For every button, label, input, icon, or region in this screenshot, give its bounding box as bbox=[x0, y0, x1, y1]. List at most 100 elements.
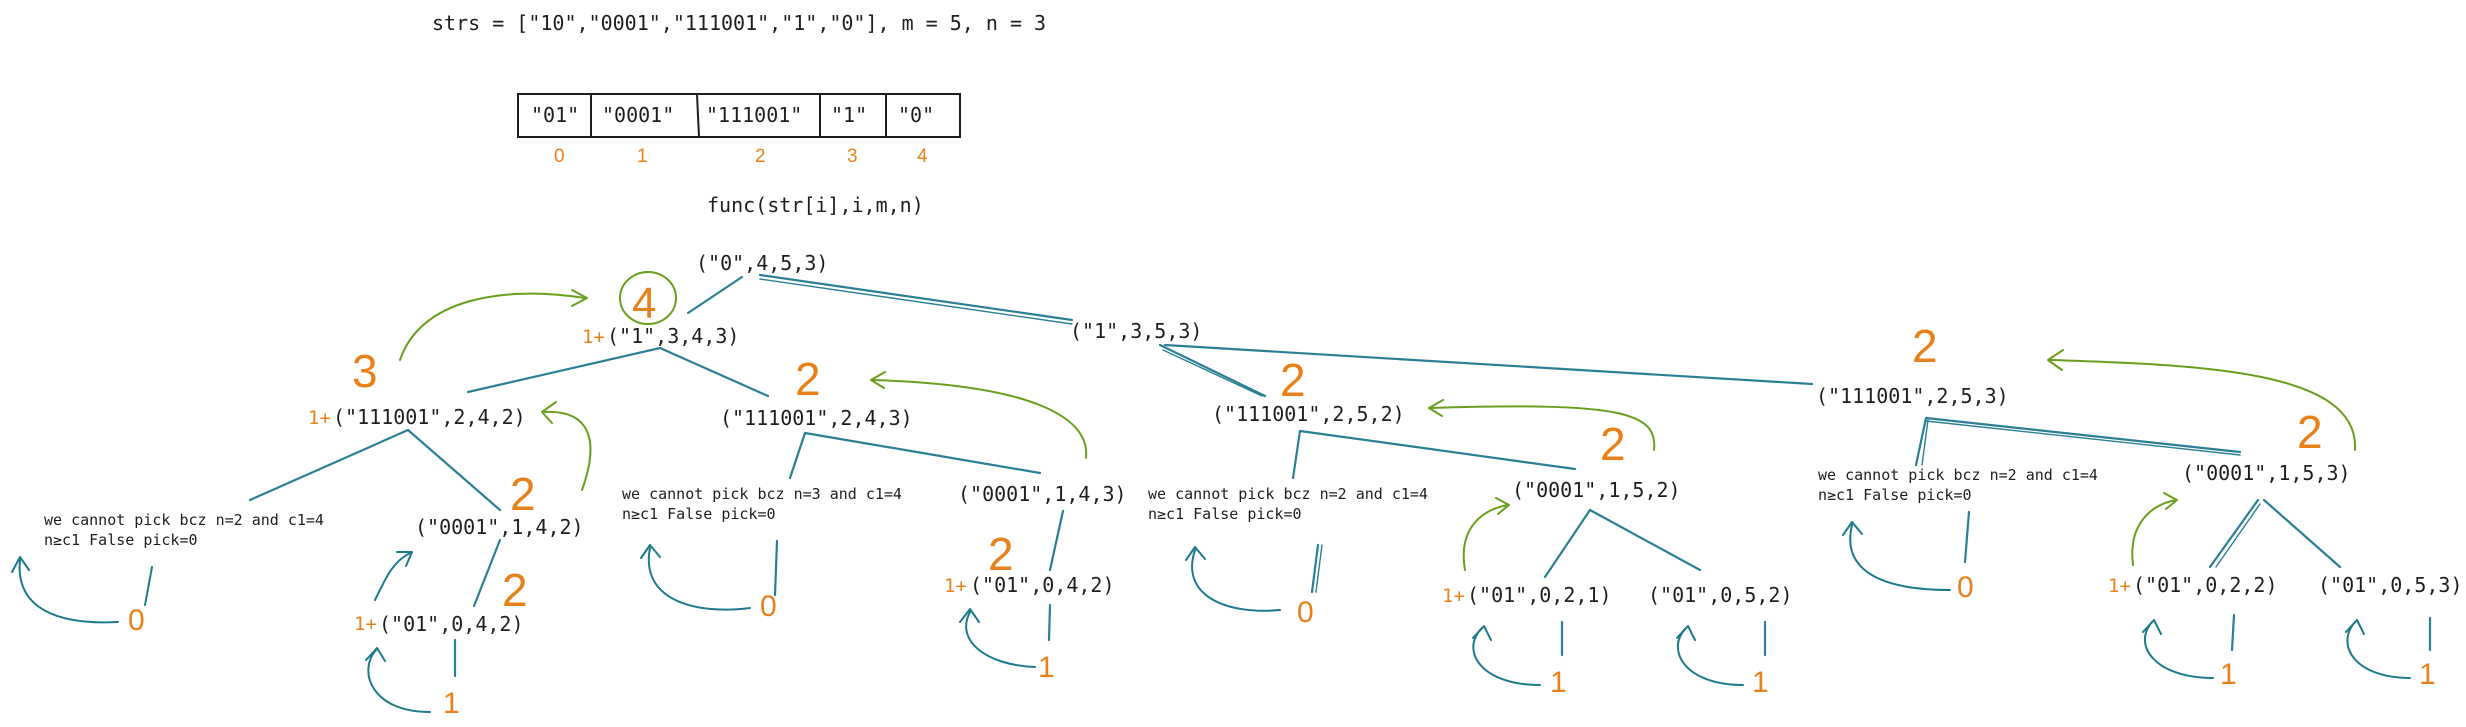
array-index: 1 bbox=[637, 146, 648, 167]
edge bbox=[2262, 498, 2342, 569]
arrow-head bbox=[1676, 625, 1696, 641]
base-arrow bbox=[647, 547, 751, 611]
one-plus-label: 1+ bbox=[1442, 585, 1465, 607]
edge bbox=[406, 428, 502, 512]
node-b1-skip: ("111001",2,4,3) bbox=[720, 406, 913, 430]
result-values: 4 3 2 2 2 2 2 2 2 2 0 0 0 0 1 1 1 1 1 1 bbox=[128, 279, 2436, 720]
edge bbox=[1924, 416, 2242, 454]
array-index: 0 bbox=[554, 146, 565, 167]
return-arrow bbox=[871, 379, 1088, 459]
array-cell: "0" bbox=[898, 103, 934, 127]
one-plus-label: 1+ bbox=[944, 575, 967, 597]
base-value: 0 bbox=[128, 604, 145, 637]
array-divider bbox=[696, 93, 700, 138]
edge bbox=[1048, 509, 1065, 572]
arrow-head bbox=[1185, 546, 1206, 561]
base-arrow bbox=[1849, 524, 1951, 591]
function-signature: func(str[i],i,m,n) bbox=[707, 193, 924, 217]
arrow-head bbox=[959, 608, 980, 623]
node-d2: ("01",0,4,2) bbox=[970, 573, 1115, 597]
answer-circle bbox=[619, 271, 677, 325]
array-cell: "111001" bbox=[706, 103, 802, 127]
base-case-arrows bbox=[11, 521, 2411, 713]
base-value: 0 bbox=[760, 590, 777, 623]
edge bbox=[1588, 508, 1702, 572]
edge bbox=[1291, 429, 1302, 480]
node-d4b: ("01",0,5,3) bbox=[2318, 573, 2463, 597]
result-value: 2 bbox=[988, 528, 1014, 580]
arrow-head bbox=[2142, 619, 2162, 635]
result-value: 2 bbox=[1600, 418, 1626, 470]
edge bbox=[2230, 613, 2236, 652]
node-c3: ("0001",1,5,2) bbox=[1512, 478, 1681, 502]
edge bbox=[1543, 508, 1592, 579]
arrow-head bbox=[11, 556, 30, 573]
final-answer: 4 bbox=[632, 279, 656, 328]
base-value: 1 bbox=[2220, 658, 2237, 691]
notes: we cannot pick bcz n=2 and c1=4 n≥c1 Fal… bbox=[44, 466, 2098, 549]
edge bbox=[2215, 503, 2261, 568]
arrow-head bbox=[640, 544, 661, 559]
node-b2-pick: ("111001",2,5,2) bbox=[1212, 402, 1405, 426]
result-value: 2 bbox=[510, 468, 536, 520]
array-cell: "1" bbox=[831, 103, 867, 127]
array-cell: "01" bbox=[531, 103, 579, 127]
edge bbox=[1315, 544, 1323, 593]
node-d3b: ("01",0,5,2) bbox=[1648, 583, 1793, 607]
note-line: n≥c1 False pick=0 bbox=[1818, 486, 1972, 504]
tree-nodes: ("0",4,5,3) 1+ ("1",3,4,3) ("1",3,5,3) 1… bbox=[308, 251, 2463, 636]
edge bbox=[1158, 343, 1267, 398]
arrow-head bbox=[1428, 399, 1444, 417]
base-value: 1 bbox=[1752, 666, 1769, 699]
edge bbox=[248, 428, 410, 502]
node-b1-pick: ("111001",2,4,2) bbox=[333, 405, 526, 429]
edge bbox=[1047, 603, 1052, 642]
note-line: we cannot pick bcz n=3 and c1=4 bbox=[622, 485, 902, 503]
arrow-head bbox=[571, 289, 588, 307]
edge bbox=[658, 346, 770, 398]
edge bbox=[2208, 498, 2260, 569]
result-value: 2 bbox=[1912, 320, 1938, 372]
node-a-skip: ("1",3,5,3) bbox=[1070, 319, 1202, 343]
node-d4a: ("01",0,2,2) bbox=[2133, 573, 2278, 597]
note-line: n≥c1 False pick=0 bbox=[1148, 505, 1302, 523]
one-plus-label: 1+ bbox=[2108, 575, 2131, 597]
edge bbox=[1925, 420, 2241, 456]
edge bbox=[1310, 543, 1320, 594]
base-arrow bbox=[374, 552, 411, 601]
base-arrow bbox=[2143, 621, 2214, 679]
base-arrow bbox=[367, 649, 431, 713]
node-a-pick: ("1",3,4,3) bbox=[607, 324, 739, 348]
result-value: 2 bbox=[502, 564, 528, 616]
return-arrows bbox=[399, 271, 2357, 571]
node-d1: ("01",0,4,2) bbox=[379, 612, 524, 636]
base-arrow bbox=[1191, 549, 1281, 612]
arrow-head bbox=[365, 647, 386, 662]
base-arrow bbox=[1676, 627, 1744, 686]
result-value: 3 bbox=[352, 345, 378, 397]
arrow-head bbox=[2047, 349, 2064, 371]
one-plus-label: 1+ bbox=[354, 613, 377, 635]
node-root: ("0",4,5,3) bbox=[696, 251, 828, 275]
array-index: 2 bbox=[755, 146, 766, 167]
one-plus-label: 1+ bbox=[308, 407, 331, 429]
arrow-head bbox=[2163, 492, 2178, 510]
base-value: 1 bbox=[443, 687, 460, 720]
edge bbox=[788, 431, 807, 480]
array-index: 3 bbox=[847, 146, 858, 167]
edge bbox=[686, 275, 744, 315]
arrow-head bbox=[1842, 521, 1863, 536]
base-value: 1 bbox=[2419, 658, 2436, 691]
return-arrow bbox=[2049, 359, 2357, 451]
edge bbox=[1298, 429, 1577, 471]
node-b2-skip: ("111001",2,5,3) bbox=[1816, 384, 2009, 408]
result-value: 2 bbox=[1280, 354, 1306, 406]
base-value: 0 bbox=[1297, 596, 1314, 629]
base-arrow bbox=[18, 559, 119, 624]
result-value: 2 bbox=[795, 353, 821, 405]
array-cell: "0001" bbox=[602, 103, 674, 127]
base-arrow bbox=[1472, 627, 1541, 686]
strs-array: "01" "0001" "111001" "1" "0" 0 1 2 3 4 bbox=[517, 93, 961, 167]
base-arrow bbox=[965, 611, 1036, 668]
